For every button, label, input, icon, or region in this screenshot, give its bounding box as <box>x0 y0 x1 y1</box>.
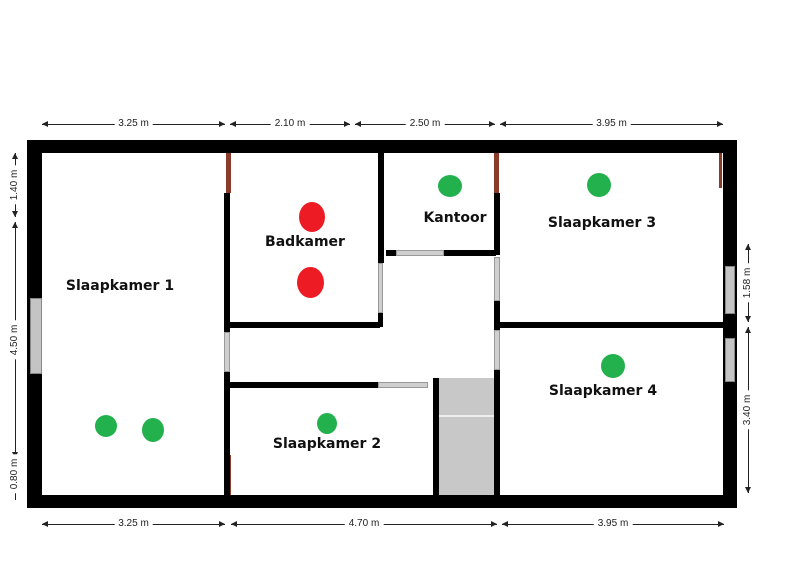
marker-green-kantoor[interactable] <box>438 175 462 197</box>
room-label-kantoor: Kantoor <box>423 210 487 226</box>
stairs <box>439 378 494 495</box>
dimension-label: 3.40 m <box>742 390 754 430</box>
dimension-bottom-1: 3.25 m <box>42 518 225 530</box>
dimension-label: 0.80 m <box>9 454 21 494</box>
dimension-label: 1.58 m <box>742 263 754 303</box>
wall-slaapkamer4-left <box>494 370 500 495</box>
marker-green-slaapkamer-1-left[interactable] <box>95 415 117 437</box>
dimension-label: 3.95 m <box>592 118 631 130</box>
marker-green-slaapkamer-1-right[interactable] <box>142 418 164 442</box>
dimension-label: 4.50 m <box>9 320 21 360</box>
marker-red-badkamer-bottom[interactable] <box>297 267 324 298</box>
marker-green-slaapkamer-4[interactable] <box>601 354 625 378</box>
wall-badkamer-bottom <box>230 322 380 328</box>
dimension-left-1: 1.40 m <box>9 153 21 217</box>
wall-stairs-left <box>433 378 439 495</box>
dimension-top-1: 3.25 m <box>42 118 225 130</box>
door-kantoor <box>396 250 444 256</box>
dimension-top-4: 3.95 m <box>500 118 723 130</box>
dimension-top-3: 2.50 m <box>355 118 495 130</box>
dimension-label: 2.50 m <box>405 118 445 130</box>
room-label-slaapkamer-2: Slaapkamer 2 <box>272 436 382 452</box>
marker-green-slaapkamer-3[interactable] <box>587 173 611 197</box>
wall-kantoor-right <box>494 193 500 255</box>
wall-hall-right <box>494 301 500 331</box>
room-label-badkamer: Badkamer <box>265 234 345 250</box>
marker-green-slaapkamer-2[interactable] <box>317 413 337 434</box>
brick-wall-kantoor-right <box>494 153 499 193</box>
marker-red-badkamer-top[interactable] <box>299 202 325 232</box>
door-slaapkamer1 <box>224 332 230 372</box>
dimension-label: 4.70 m <box>344 518 384 530</box>
wall-badkamer-right-lower <box>378 313 383 327</box>
outer-wall-top <box>27 140 737 153</box>
dimension-bottom-3: 3.95 m <box>502 518 724 530</box>
dimension-label: 3.25 m <box>114 118 153 130</box>
room-label-slaapkamer-3: Slaapkamer 3 <box>547 215 657 231</box>
window-left <box>30 298 42 374</box>
wall-badkamer-right <box>378 153 384 263</box>
brick-wall-slaapkamer3-right <box>719 153 722 188</box>
dimension-label: 2.10 m <box>270 118 310 130</box>
outer-wall-bottom <box>27 495 737 508</box>
dimension-right-1: 1.58 m <box>742 244 754 322</box>
dimension-label: 1.40 m <box>9 165 21 205</box>
stairs-landing-line <box>439 415 494 417</box>
dimension-label: 3.95 m <box>593 518 633 530</box>
wall-slaapkamer3-bottom <box>496 322 726 328</box>
wall-slaapkamer2-top <box>230 382 378 388</box>
wall-kantoor-bottom-right <box>444 250 496 256</box>
dimension-left-3: 0.80 m <box>9 448 21 500</box>
dimension-bottom-2: 4.70 m <box>231 518 497 530</box>
door-slaapkamer3 <box>494 257 500 301</box>
door-slaapkamer4 <box>494 330 500 370</box>
room-label-slaapkamer-1: Slaapkamer 1 <box>65 278 175 294</box>
brick-wall-badkamer-left <box>226 153 231 193</box>
window-right-lower <box>725 338 735 382</box>
dimension-right-2: 3.40 m <box>742 327 754 493</box>
window-right-upper <box>725 266 735 314</box>
room-label-slaapkamer-4: Slaapkamer 4 <box>548 383 658 399</box>
door-badkamer <box>378 263 383 313</box>
wall-kantoor-bottom <box>386 250 396 256</box>
dimension-top-2: 2.10 m <box>230 118 350 130</box>
dimension-label: 3.25 m <box>114 518 153 530</box>
dimension-left-2: 4.50 m <box>9 222 21 458</box>
outer-wall-right-pillar <box>723 314 737 338</box>
door-slaapkamer2 <box>378 382 428 388</box>
